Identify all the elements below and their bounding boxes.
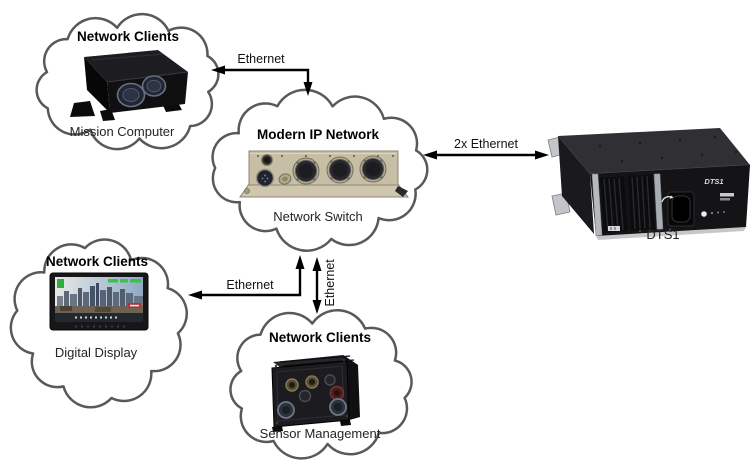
caption-digital-display: Digital Display: [54, 345, 138, 360]
ethernet-link-digital-display: [188, 255, 305, 300]
link-label-ethernet-mission: Ethernet: [237, 52, 285, 66]
mission-computer-image: [70, 50, 189, 121]
cloud-title-mission: Network Clients: [76, 29, 180, 44]
network-switch-image: [239, 150, 410, 198]
display-hud-overlay: [57, 279, 141, 308]
caption-mission-computer: Mission Computer: [69, 124, 175, 139]
cloud-title-sensor: Network Clients: [268, 330, 372, 345]
caption-network-switch: Network Switch: [273, 209, 363, 224]
link-label-ethernet-display: Ethernet: [226, 278, 274, 292]
cloud-title-modern-ip-network: Modern IP Network: [256, 127, 380, 142]
sensor-connectors: [277, 374, 347, 419]
cloud-title-display: Network Clients: [45, 254, 149, 269]
link-label-2x-ethernet: 2x Ethernet: [454, 137, 518, 151]
caption-sensor-management: Sensor Management: [259, 426, 381, 441]
city-skyline: [55, 283, 143, 322]
switch-connectors: [255, 153, 387, 188]
ethernet-link-mission-computer: [211, 65, 313, 96]
dts1-image: DTS1: [547, 128, 750, 240]
dts1-front-label: DTS1: [704, 177, 723, 186]
caption-dts1: DTS1: [646, 227, 680, 242]
sensor-management-image: [271, 355, 360, 432]
ethernet-link-dts1: [423, 150, 549, 160]
digital-display-image: [49, 272, 149, 331]
cloud-shapes: [9, 12, 429, 460]
display-buttons: [74, 325, 126, 328]
link-label-ethernet-sensor: Ethernet: [323, 259, 338, 307]
ethernet-link-sensor-management: [312, 257, 322, 314]
